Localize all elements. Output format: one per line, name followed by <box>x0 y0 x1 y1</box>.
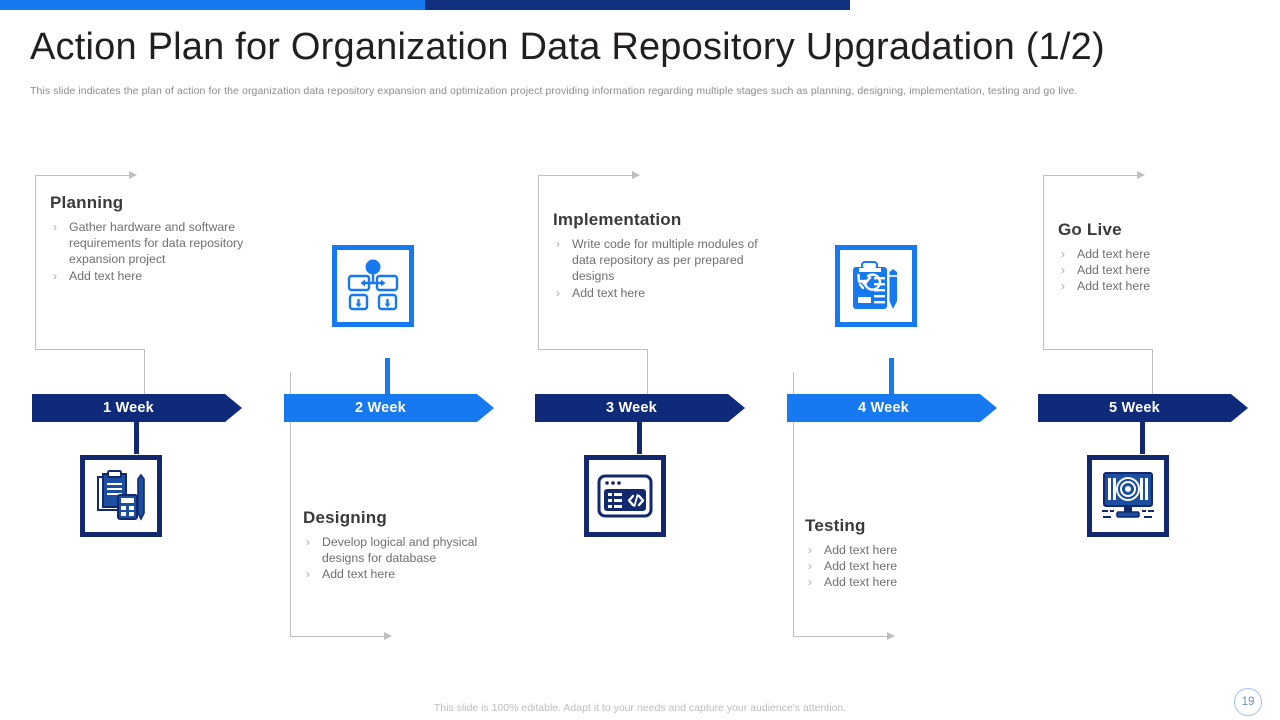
chevron-right-icon: › <box>1061 263 1065 278</box>
icon-box-designing[interactable] <box>332 245 414 327</box>
stage-bullets-golive: ›Add text here ›Add text here ›Add text … <box>1058 246 1268 295</box>
chevron-right-icon: › <box>556 237 560 251</box>
week-banner-4[interactable]: 4 Week <box>787 394 997 422</box>
list-item: ›Add text here <box>1061 279 1151 294</box>
week-banner-label: 4 Week <box>858 400 909 416</box>
footer-note: This slide is 100% editable. Adapt it to… <box>433 702 847 714</box>
stage-title-testing: Testing <box>805 516 866 535</box>
stage-title-designing: Designing <box>303 508 387 527</box>
arrow-tip-icon <box>225 394 242 422</box>
week-banner-5[interactable]: 5 Week <box>1038 394 1248 422</box>
stub-planning <box>134 420 139 454</box>
list-item: ›Develop logical and physical designs fo… <box>306 535 478 566</box>
stage-title-planning: Planning <box>50 193 124 212</box>
icon-box-testing[interactable] <box>835 245 917 327</box>
list-item: ›Gather hardware and software requiremen… <box>53 220 244 267</box>
connector-designing <box>290 505 400 640</box>
list-item: ›Add text here <box>1061 263 1151 278</box>
arrow-tip-icon <box>1231 394 1248 422</box>
connector-designing-up <box>290 372 291 512</box>
list-item: ›Write code for multiple modules of data… <box>556 237 758 284</box>
page-number-badge: 19 <box>1234 688 1262 716</box>
stage-text-planning: Planning ›Gather hardware and software r… <box>50 193 260 284</box>
week-banner-2[interactable]: 2 Week <box>284 394 494 422</box>
flowchart-hierarchy-icon <box>347 259 399 311</box>
arrow-tip-icon <box>477 394 494 422</box>
stage-bullets-planning: ›Gather hardware and software requiremen… <box>50 219 260 284</box>
stub-golive <box>1140 420 1145 454</box>
stub-designing <box>385 358 390 394</box>
list-item: ›Add text here <box>53 268 143 283</box>
chevron-right-icon: › <box>556 285 560 300</box>
list-item: ›Add text here <box>306 567 396 582</box>
week-banner-label: 1 Week <box>103 400 154 416</box>
stage-bullets-testing: ›Add text here ›Add text here ›Add text … <box>805 542 1015 591</box>
connector-implementation-down <box>647 349 648 395</box>
week-banner-1[interactable]: 1 Week <box>32 394 242 422</box>
connector-testing-up <box>793 372 794 512</box>
chevron-right-icon: › <box>808 559 812 574</box>
stub-testing <box>889 358 894 394</box>
list-item: ›Add text here <box>1061 247 1151 261</box>
connector-golive <box>1043 171 1153 350</box>
chevron-right-icon: › <box>808 575 812 590</box>
stage-text-implementation: Implementation ›Write code for multiple … <box>553 210 768 301</box>
page-subtitle: This slide indicates the plan of action … <box>30 85 1078 97</box>
stage-bullets-implementation: ›Write code for multiple modules of data… <box>553 236 768 301</box>
stage-text-designing: Designing ›Develop logical and physical … <box>303 508 513 583</box>
top-accent-bar <box>0 0 1280 10</box>
week-banner-3[interactable]: 3 Week <box>535 394 745 422</box>
chevron-right-icon: › <box>53 268 57 283</box>
list-item: ›Add text here <box>808 575 898 590</box>
connector-golive-down <box>1152 349 1153 395</box>
monitor-broadcast-icon <box>1102 472 1154 518</box>
page-title: Action Plan for Organization Data Reposi… <box>30 26 1105 68</box>
top-accent-bar-segment-navy <box>425 0 850 10</box>
arrow-tip-icon <box>728 394 745 422</box>
connector-implementation <box>538 171 648 350</box>
icon-box-planning[interactable] <box>80 455 162 537</box>
arrow-tip-icon <box>980 394 997 422</box>
chevron-right-icon: › <box>53 220 57 234</box>
stage-bullets-designing: ›Develop logical and physical designs fo… <box>303 534 513 583</box>
week-banner-label: 5 Week <box>1109 400 1160 416</box>
chevron-right-icon: › <box>808 543 812 557</box>
icon-box-golive[interactable] <box>1087 455 1169 537</box>
clipboard-calculator-pen-icon <box>97 470 145 521</box>
week-banner-label: 2 Week <box>355 400 406 416</box>
stage-text-golive: Go Live ›Add text here ›Add text here ›A… <box>1058 220 1268 295</box>
top-accent-bar-segment-blue <box>0 0 425 10</box>
list-item: ›Add text here <box>556 285 646 300</box>
connector-planning-down <box>144 349 145 395</box>
stub-implementation <box>637 420 642 454</box>
connector-testing <box>793 505 903 640</box>
connector-planning <box>35 171 145 350</box>
chevron-right-icon: › <box>306 567 310 582</box>
stage-title-golive: Go Live <box>1058 220 1122 239</box>
list-item: ›Add text here <box>808 559 898 574</box>
list-item: ›Add text here <box>808 543 898 557</box>
chevron-right-icon: › <box>306 535 310 549</box>
stage-title-implementation: Implementation <box>553 210 682 229</box>
chevron-right-icon: › <box>1061 279 1065 294</box>
code-window-icon <box>597 474 653 518</box>
chevron-right-icon: › <box>1061 247 1065 261</box>
clipboard-check-pen-icon <box>853 261 897 309</box>
stage-text-testing: Testing ›Add text here ›Add text here ›A… <box>805 516 1015 591</box>
icon-box-implementation[interactable] <box>584 455 666 537</box>
week-banner-label: 3 Week <box>606 400 657 416</box>
